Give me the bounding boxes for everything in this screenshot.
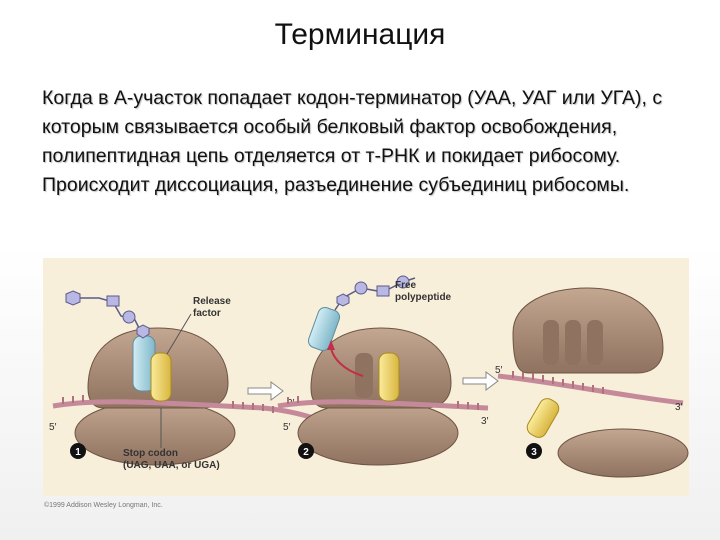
release-factor-2 (379, 353, 399, 401)
step-number-1: 1 (75, 447, 81, 458)
empty-site-2 (355, 353, 373, 398)
small-subunit-2 (298, 401, 458, 465)
stop-codon-label-2: (UAG, UAA, or UGA) (123, 460, 220, 471)
termination-diagram: Release factor Stop codon (UAG, UAA, or … (43, 258, 689, 496)
slide-title: Терминация (0, 18, 720, 52)
three-prime-label-3: 3′ (675, 402, 683, 413)
release-factor-3 (524, 396, 561, 441)
aa-circle-1a (123, 311, 135, 323)
aa-circle-2a (355, 282, 367, 294)
panel-3: 5′ 3′ 3 (495, 288, 688, 477)
slide-paragraph: Когда в А-участок попадает кодон-термина… (42, 84, 682, 200)
free-polypeptide-label-1: Free (395, 280, 417, 291)
five-prime-label-2: 5′ (283, 422, 291, 433)
stop-codon-label-1: Stop codon (123, 448, 178, 459)
figure-copyright: ©1999 Addison Wesley Longman, Inc. (44, 502, 163, 509)
step-number-3: 3 (531, 447, 537, 458)
site-groove-3b (565, 320, 581, 365)
aa-square-1a (107, 296, 119, 306)
panel-1: Release factor Stop codon (UAG, UAA, or … (49, 291, 313, 471)
step-arrow-2 (463, 372, 498, 390)
release-factor-1 (151, 353, 171, 401)
site-groove-3a (543, 320, 559, 365)
aa-hex-1b (66, 291, 80, 305)
release-factor-label-2: factor (193, 308, 221, 319)
step-arrow-1 (248, 382, 283, 400)
small-subunit-3 (558, 429, 688, 477)
mrna-strand-3 (498, 376, 683, 403)
aa-hex-2a (337, 294, 349, 306)
three-prime-label-2: 3′ (481, 416, 489, 427)
release-factor-label-1: Release (193, 296, 231, 307)
termination-figure: Release factor Stop codon (UAG, UAA, or … (43, 258, 689, 496)
step-number-2: 2 (303, 447, 309, 458)
site-groove-3c (587, 320, 603, 365)
five-prime-label-1: 5′ (49, 422, 57, 433)
aa-square-2a (377, 286, 389, 296)
five-prime-label-3: 5′ (495, 365, 503, 376)
free-polypeptide-label-2: polypeptide (395, 292, 452, 303)
panel-2: Free polypeptide 5′ 2 3′ (278, 276, 498, 465)
